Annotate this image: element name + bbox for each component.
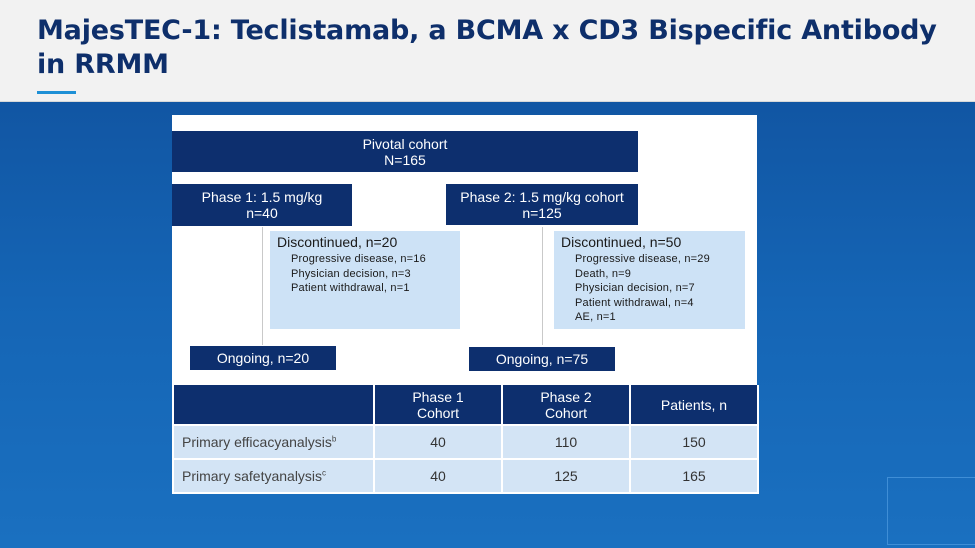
list-item: Patient withdrawal, n=4 (575, 296, 694, 309)
phase1-discontinued-heading: Discontinued, n=20 (277, 234, 398, 250)
table-header-row: Phase 1 Cohort Phase 2 Cohort Patients, … (174, 385, 757, 426)
phase2-box: Phase 2: 1.5 mg/kg cohort n=125 (446, 184, 638, 225)
list-item: Death, n=9 (575, 267, 632, 280)
pivotal-cohort-box: Pivotal cohort N=165 (172, 131, 638, 172)
table-cell: 150 (631, 426, 757, 460)
list-item: Patient withdrawal, n=1 (291, 282, 410, 295)
row-label-efficacy: Primary efficacyanalysisb (174, 426, 373, 460)
list-item: Physician decision, n=3 (291, 267, 411, 280)
analysis-population-table: Phase 1 Cohort Phase 2 Cohort Patients, … (172, 385, 759, 494)
phase2-ongoing-box: Ongoing, n=75 (469, 347, 615, 371)
slide-title: MajesTEC-1: Teclistamab, a BCMA x CD3 Bi… (37, 15, 937, 80)
table-cell: 110 (503, 426, 629, 460)
table-cell: 40 (375, 460, 501, 494)
table-header-phase1: Phase 1 Cohort (375, 385, 501, 426)
corner-decorative-frame (887, 477, 975, 545)
phase1-box: Phase 1: 1.5 mg/kg n=40 (172, 184, 352, 226)
list-item: Progressive disease, n=16 (291, 253, 426, 265)
list-item: AE, n=1 (575, 311, 616, 324)
table-header-phase2: Phase 2 Cohort (503, 385, 629, 426)
phase2-count: n=125 (522, 204, 562, 221)
pivotal-cohort-count: N=165 (384, 151, 426, 168)
table-cell: 125 (503, 460, 629, 494)
phase1-connector-line (262, 227, 263, 345)
table-cell: 165 (631, 460, 757, 494)
list-item: Physician decision, n=7 (575, 282, 695, 295)
footnote-marker: b (331, 434, 337, 444)
phase1-count: n=40 (246, 205, 278, 221)
table-row: Primary efficacyanalysisb 40 110 150 (174, 426, 757, 460)
phase1-ongoing-label: Ongoing, n=20 (216, 350, 310, 366)
phase2-ongoing-label: Ongoing, n=75 (495, 351, 589, 367)
table-row: Primary safetyanalysisc 40 125 165 (174, 460, 757, 494)
row-label-text: Primary safetyanalysis (182, 468, 323, 484)
phase2-discontinued-box: Discontinued, n=50 Progressive disease, … (554, 231, 745, 329)
table-header-blank (174, 385, 373, 426)
footnote-marker: c (322, 468, 327, 478)
phase1-discontinued-reasons: Progressive disease, n=16 Physician deci… (277, 252, 460, 296)
slide-header: MajesTEC-1: Teclistamab, a BCMA x CD3 Bi… (0, 0, 975, 102)
phase2-discontinued-heading: Discontinued, n=50 (561, 234, 682, 250)
table-cell: 40 (375, 426, 501, 460)
phase2-label: Phase 2: 1.5 mg/kg cohort (460, 188, 624, 205)
phase2-connector-line (542, 227, 543, 345)
phase1-label: Phase 1: 1.5 mg/kg (201, 189, 323, 205)
table-header-patients: Patients, n (631, 385, 757, 426)
row-label-text: Primary efficacyanalysis (182, 434, 332, 450)
title-accent-bar (37, 91, 76, 94)
list-item: Progressive disease, n=29 (575, 253, 710, 265)
phase2-discontinued-reasons: Progressive disease, n=29 Death, n=9 Phy… (561, 252, 745, 325)
pivotal-cohort-label: Pivotal cohort (362, 135, 448, 152)
phase1-discontinued-box: Discontinued, n=20 Progressive disease, … (270, 231, 460, 329)
phase1-ongoing-box: Ongoing, n=20 (190, 346, 336, 370)
row-label-safety: Primary safetyanalysisc (174, 460, 373, 494)
